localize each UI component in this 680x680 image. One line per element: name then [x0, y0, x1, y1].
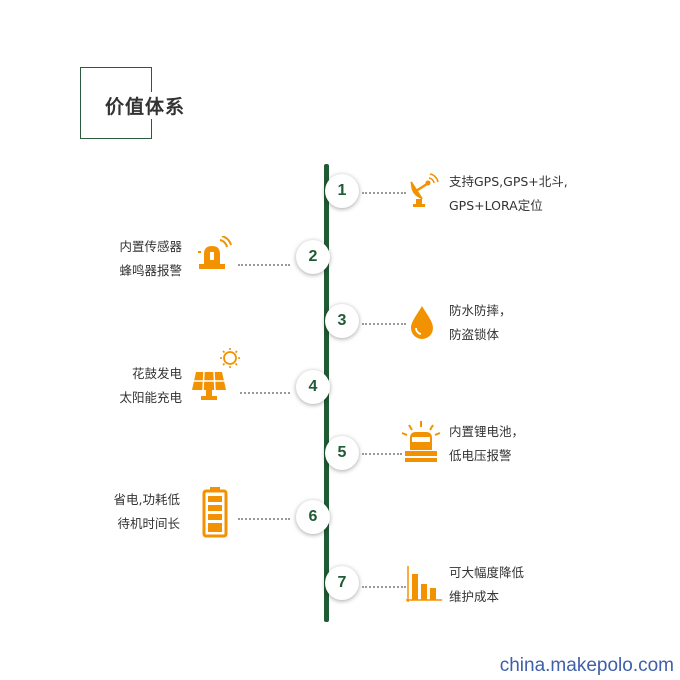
step-2-node: 2: [296, 240, 330, 274]
satellite-dish-icon: [410, 173, 439, 207]
step-3-node: 3: [325, 304, 359, 338]
step-7-node: 7: [325, 566, 359, 600]
water-drop-icon: [411, 306, 433, 339]
step-6-node: 6: [296, 500, 330, 534]
step-4-connector: [240, 392, 290, 394]
step-3-label: 防水防摔， 防盗锁体: [449, 303, 512, 342]
step-6-connector: [238, 518, 290, 520]
solar-panel-icon: [192, 348, 240, 400]
step-6-label: 省电,功耗低 待机时间长: [113, 492, 180, 531]
warning-light-icon: [401, 421, 441, 462]
watermark: china.makepolo.com: [499, 655, 674, 676]
step-2-connector: [238, 264, 290, 266]
step-4-node: 4: [296, 370, 330, 404]
alarm-siren-icon: [198, 236, 232, 269]
step-4-label: 花鼓发电 太阳能充电: [119, 366, 182, 405]
step-1-label: 支持GPS,GPS+北斗, GPS+LORA定位: [449, 174, 568, 213]
page-title: 价值体系: [105, 92, 188, 119]
step-1-node: 1: [325, 174, 359, 208]
battery-icon: [202, 487, 228, 538]
step-5-node: 5: [325, 436, 359, 470]
step-2-label: 内置传感器 蜂鸣器报警: [119, 239, 182, 278]
step-1-connector: [362, 192, 406, 194]
step-7-connector: [362, 586, 406, 588]
step-5-label: 内置锂电池， 低电压报警: [449, 424, 525, 463]
step-7-label: 可大幅度降低 维护成本: [449, 565, 525, 604]
step-5-connector: [362, 453, 402, 455]
bar-chart-decline-icon: [406, 566, 442, 602]
step-3-connector: [362, 323, 406, 325]
